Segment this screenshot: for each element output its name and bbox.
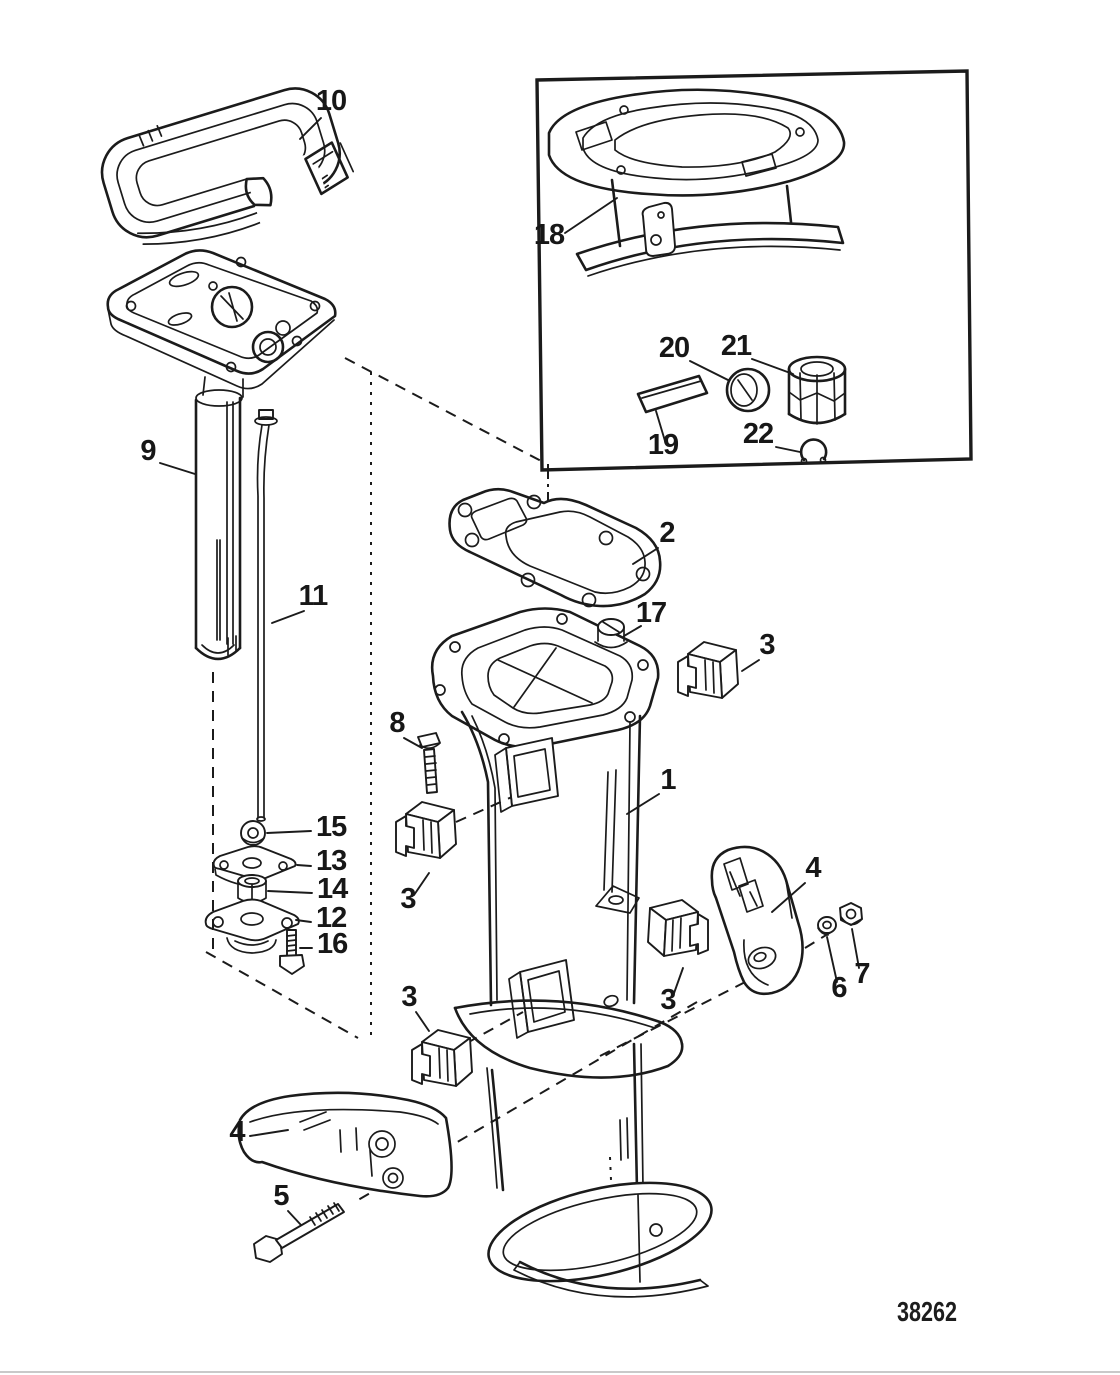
inset-detail-box bbox=[535, 69, 973, 472]
callout-label-18: 18 bbox=[534, 219, 565, 251]
callout-leader-14 bbox=[267, 890, 313, 894]
mount-part-3-upper-right bbox=[677, 641, 739, 699]
anode-bracket-part-4-right bbox=[710, 845, 804, 996]
mount-part-3-mid-right bbox=[647, 899, 709, 957]
callout-leader-22 bbox=[775, 446, 801, 453]
callout-label-16: 16 bbox=[317, 928, 348, 960]
callout-leader-10 bbox=[299, 117, 322, 140]
callout-leader-4 bbox=[771, 882, 806, 913]
screw-part-16 bbox=[279, 929, 305, 975]
callout-label-3: 3 bbox=[401, 981, 417, 1013]
callout-leader-3 bbox=[415, 1011, 430, 1032]
callout-label-8: 8 bbox=[389, 707, 405, 739]
shift-rod-part-11 bbox=[254, 409, 278, 822]
bushing-part-21 bbox=[787, 355, 847, 425]
mount-part-3-lower-left bbox=[411, 1029, 473, 1087]
callout-label-22: 22 bbox=[743, 418, 773, 450]
callout-label-13: 13 bbox=[316, 845, 347, 877]
callout-label-3: 3 bbox=[759, 629, 775, 661]
callout-leader-5 bbox=[287, 1210, 302, 1226]
callout-leader-15 bbox=[266, 830, 312, 834]
callout-label-7: 7 bbox=[854, 958, 869, 990]
callout-label-6: 6 bbox=[831, 972, 847, 1004]
rod-coupler-stack-parts-12-16 bbox=[204, 820, 305, 975]
nut-part-7 bbox=[839, 902, 863, 926]
callout-label-2: 2 bbox=[659, 517, 674, 549]
callout-leader-4 bbox=[249, 1129, 289, 1137]
callout-label-21: 21 bbox=[721, 330, 752, 362]
tube-and-plate-part-9 bbox=[106, 249, 337, 661]
callout-label-3: 3 bbox=[660, 984, 676, 1016]
bolt-part-5 bbox=[253, 1202, 345, 1263]
callout-label-3: 3 bbox=[400, 883, 416, 915]
callout-leader-8 bbox=[403, 737, 423, 749]
callout-leader-9 bbox=[159, 462, 196, 475]
drawing-number: 38262 bbox=[897, 1296, 957, 1327]
callout-leader-12 bbox=[295, 919, 312, 923]
strip-part-19 bbox=[636, 374, 709, 414]
snap-ring-part-22 bbox=[799, 438, 828, 465]
callout-label-20: 20 bbox=[659, 332, 689, 364]
callout-leader-1 bbox=[626, 793, 660, 815]
callout-label-12: 12 bbox=[316, 902, 346, 934]
callout-label-10: 10 bbox=[316, 85, 346, 117]
mount-part-3-mid-left bbox=[395, 801, 457, 859]
callout-leader-2 bbox=[632, 547, 659, 565]
callout-label-14: 14 bbox=[317, 873, 348, 905]
callout-leader-18 bbox=[564, 197, 618, 234]
callout-label-11: 11 bbox=[299, 580, 329, 612]
callout-label-17: 17 bbox=[636, 597, 666, 629]
callout-leader-20 bbox=[689, 360, 729, 381]
callout-label-1: 1 bbox=[660, 764, 676, 796]
seal-part-20 bbox=[725, 367, 771, 413]
gasket-part-2 bbox=[448, 487, 662, 608]
callout-label-4: 4 bbox=[229, 1116, 245, 1148]
callout-label-15: 15 bbox=[316, 811, 347, 843]
alignment-dashes bbox=[205, 357, 837, 1204]
adapter-housing-part-18 bbox=[547, 88, 846, 277]
callout-leader-6 bbox=[826, 936, 838, 983]
callout-leader-11 bbox=[271, 610, 305, 624]
callout-leader-3 bbox=[672, 967, 684, 997]
callout-leader-21 bbox=[751, 358, 794, 375]
vent-plug-part-17 bbox=[594, 618, 628, 649]
callout-leader-7 bbox=[851, 928, 860, 969]
callout-leader-19 bbox=[655, 410, 666, 442]
frame-seal-part-10 bbox=[100, 87, 355, 245]
anode-bar-part-4-bottom bbox=[237, 1091, 453, 1198]
callout-label-9: 9 bbox=[140, 435, 156, 467]
driveshaft-housing-part-1 bbox=[430, 607, 713, 1298]
callout-leader-13 bbox=[296, 864, 312, 867]
washer-part-6 bbox=[817, 916, 837, 936]
callout-label-4: 4 bbox=[805, 852, 821, 884]
callout-label-5: 5 bbox=[273, 1180, 289, 1212]
callout-leader-3 bbox=[741, 659, 760, 672]
callout-label-19: 19 bbox=[648, 429, 679, 461]
callout-leader-3 bbox=[413, 872, 430, 896]
bolt-part-8 bbox=[417, 732, 441, 794]
callout-leader-17 bbox=[623, 625, 642, 637]
